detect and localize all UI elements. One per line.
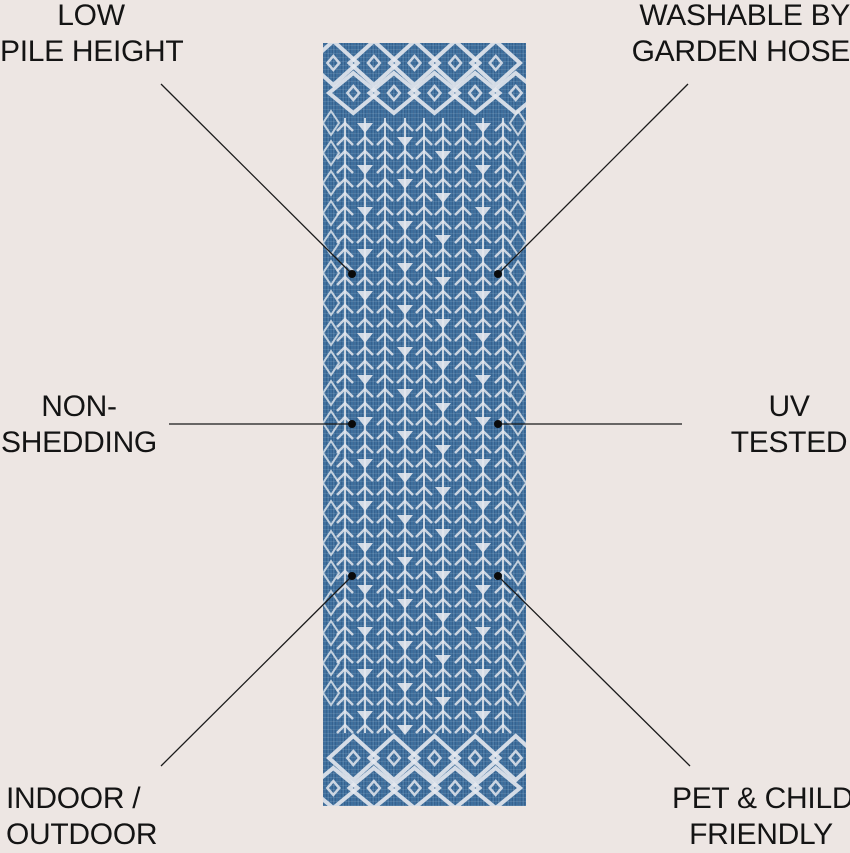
callout-line-washable — [497, 83, 689, 275]
rug-runner-image — [323, 43, 526, 806]
feature-label-line: OUTDOOR — [6, 818, 158, 851]
feature-label-line: PILE HEIGHT — [0, 35, 184, 68]
feature-label-line: SHEDDING — [1, 426, 157, 459]
feature-label-indoor-outdoor: INDOOR / OUTDOOR — [6, 781, 166, 853]
rug-pattern — [323, 43, 526, 806]
feature-label-line: WASHABLE BY — [639, 0, 850, 32]
feature-label-line: INDOOR / — [6, 782, 141, 815]
feature-label-line: TESTED — [730, 426, 848, 459]
feature-label-line: UV — [768, 390, 810, 423]
feature-label-uv-tested: UV TESTED — [728, 389, 850, 461]
feature-label-line: LOW — [57, 0, 125, 32]
feature-label-line: NON- — [41, 390, 117, 423]
feature-label-line: FRIENDLY — [689, 818, 833, 851]
feature-label-line: PET & CHILD — [672, 782, 850, 815]
callout-line-pet-child — [497, 575, 691, 767]
feature-label-pet-child-friendly: PET & CHILD FRIENDLY — [672, 781, 850, 853]
feature-label-low-pile-height: LOW PILE HEIGHT — [0, 0, 184, 70]
feature-label-washable: WASHABLE BY GARDEN HOSE — [628, 0, 850, 70]
feature-label-line: GARDEN HOSE — [631, 35, 850, 68]
feature-label-non-shedding: NON- SHEDDING — [0, 389, 158, 461]
